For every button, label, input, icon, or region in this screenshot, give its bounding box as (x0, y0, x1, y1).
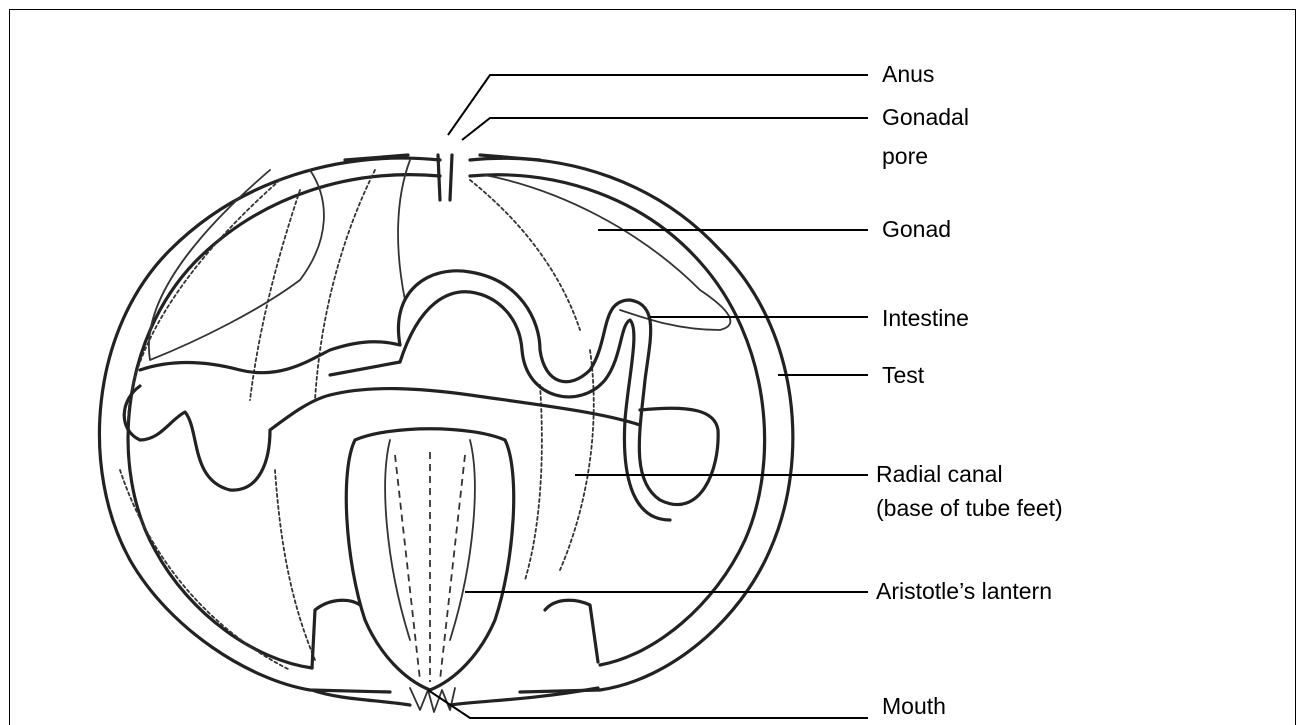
label-intestine: Intestine (882, 304, 969, 332)
test-shell (99, 158, 792, 692)
label-gonadal-pore-line2: pore (882, 142, 928, 170)
label-radial-canal-line2: (base of tube feet) (876, 494, 1063, 522)
label-anus: Anus (882, 60, 934, 88)
label-gonadal-pore-line1: Gonadal (882, 103, 969, 131)
label-radial-canal-line1: Radial canal (876, 460, 1003, 488)
label-test: Test (882, 361, 924, 389)
aristotles-lantern (346, 429, 513, 712)
label-aristotles-lantern: Aristotle’s lantern (876, 577, 1052, 605)
intestine (124, 271, 718, 520)
label-gonad: Gonad (882, 215, 951, 243)
label-mouth: Mouth (882, 692, 946, 720)
